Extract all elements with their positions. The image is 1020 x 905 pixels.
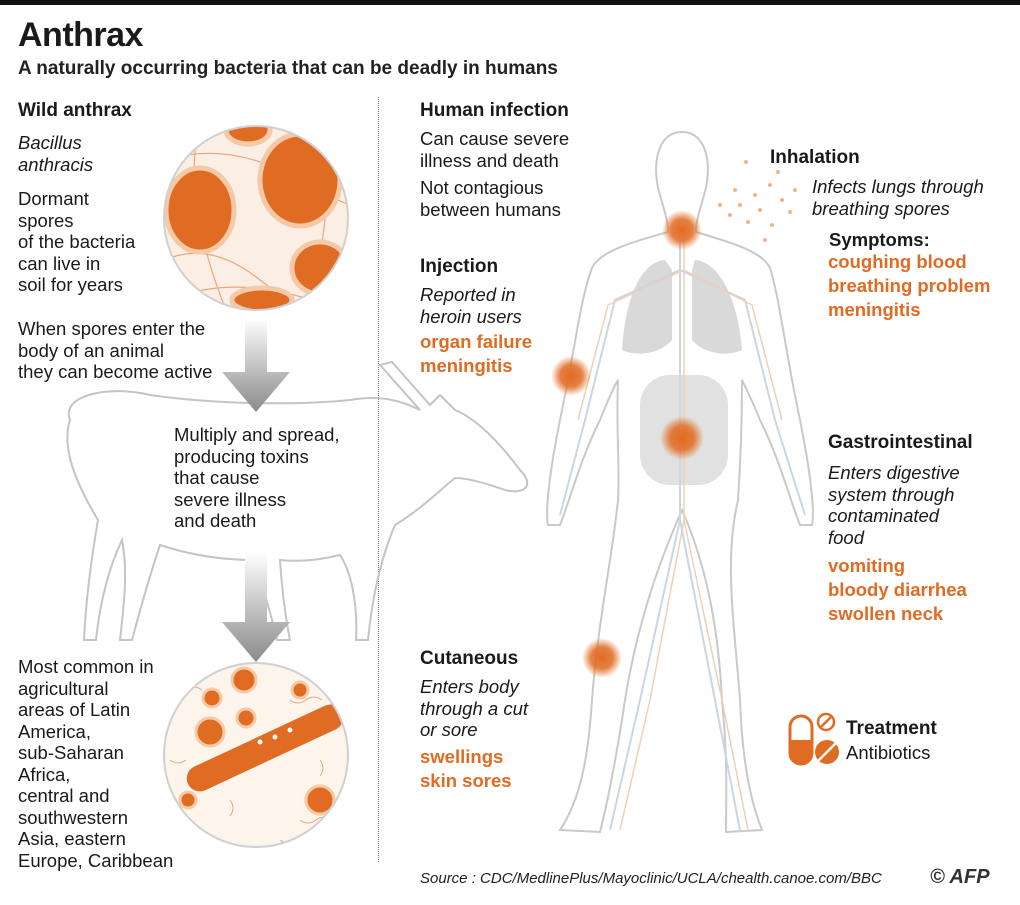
multiply-line: and death <box>174 510 257 531</box>
cutaneous-desc-line: or sore <box>420 719 478 740</box>
symptoms-label: Symptoms: <box>829 229 930 250</box>
multiply-line: that cause <box>174 467 260 488</box>
gastro-desc-line: food <box>828 526 865 548</box>
inhalation-symptom: meningitis <box>828 299 921 320</box>
contagious-line: Not contagious <box>420 177 544 198</box>
gastro-symptom: vomiting <box>828 555 906 576</box>
gastro-desc-line: system through <box>828 483 955 505</box>
inhaled-spores <box>718 160 797 242</box>
species-line: Bacillus <box>18 132 82 153</box>
gastro-desc-line: Enters digestive <box>828 462 960 483</box>
cutaneous-desc-line: through a cut <box>420 697 528 719</box>
region-line: Europe, Caribbean <box>18 849 174 871</box>
dormant-line: soil for years <box>18 274 123 295</box>
animal-silhouette <box>66 360 529 641</box>
arteries <box>577 240 783 831</box>
column-divider <box>378 97 379 862</box>
arrow-down-1 <box>222 318 290 412</box>
gastro-symptom: bloody diarrhea <box>828 579 967 600</box>
gastro-heading: Gastrointestinal <box>828 432 973 453</box>
lungs <box>622 260 742 354</box>
cutaneous-heading: Cutaneous <box>420 648 519 669</box>
region-line: central and <box>18 785 110 806</box>
inhalation-heading: Inhalation <box>770 147 860 168</box>
region-line: Asia, eastern <box>18 828 126 849</box>
inhalation-description: Infects lungs through breathing spores <box>812 176 984 219</box>
species-name: Bacillus anthracis <box>18 132 93 175</box>
injection-heading: Injection <box>420 256 499 277</box>
cutaneous-symptom: swellings <box>420 746 504 767</box>
treatment-heading: Treatment <box>846 718 937 739</box>
infection-spot-gut <box>660 416 704 460</box>
inhalation-desc-line: Infects lungs through <box>812 176 984 197</box>
injection-symptom: meningitis <box>420 355 513 376</box>
infection-spot-arm <box>551 356 591 396</box>
bacteria-micrograph-bottom <box>164 663 348 847</box>
spore-micrograph-top <box>164 126 348 310</box>
injection-desc-line: heroin users <box>420 305 522 327</box>
afp-logo: © AFP <box>930 866 990 888</box>
inhalation-symptom: breathing problem <box>828 275 991 296</box>
page-title: Anthrax <box>18 16 143 54</box>
gastro-symptom: swollen neck <box>828 603 944 624</box>
species-line: anthracis <box>18 153 94 175</box>
capsule-icon <box>788 714 814 766</box>
severity-line: Can cause severe <box>420 128 570 149</box>
injection-symptoms: organ failure meningitis <box>420 330 532 378</box>
dormant-line: Dormant <box>18 188 89 209</box>
cutaneous-symptom: skin sores <box>420 770 512 791</box>
gastro-desc-line: contaminated <box>828 505 940 526</box>
region-line: Africa, <box>18 763 71 785</box>
dormant-line: of the bacteria <box>18 231 136 252</box>
region-line: sub-Saharan <box>18 742 124 763</box>
contagious-text: Not contagious between humans <box>420 177 561 220</box>
dormant-line: can live in <box>18 252 101 274</box>
injection-symptom: organ failure <box>420 331 533 352</box>
inhalation-symptom: coughing blood <box>828 251 967 272</box>
wild-anthrax-heading: Wild anthrax <box>18 100 132 121</box>
dormant-line: spores <box>18 209 74 231</box>
page-subtitle: A naturally occurring bacteria that can … <box>18 58 558 79</box>
inhalation-desc-line: breathing spores <box>812 197 950 219</box>
gastro-symptoms: vomiting bloody diarrhea swollen neck <box>828 554 967 626</box>
source-credit: Source : CDC/MedlinePlus/Mayoclinic/UCLA… <box>420 870 882 887</box>
region-line: areas of Latin <box>18 699 131 720</box>
region-line: Most common in <box>18 656 154 677</box>
multiply-line: Multiply and spread, <box>174 424 340 445</box>
contagious-line: between humans <box>420 198 561 220</box>
infection-spot-throat <box>662 210 702 250</box>
multiply-text: Multiply and spread, producing toxins th… <box>174 424 340 532</box>
injection-desc-line: Reported in <box>420 284 516 305</box>
inhalation-symptoms: coughing blood breathing problem meningi… <box>828 250 990 322</box>
cutaneous-description: Enters body through a cut or sore <box>420 676 528 741</box>
region-line: America, <box>18 720 91 742</box>
region-line: southwestern <box>18 806 129 828</box>
enter-line: When spores enter the <box>18 318 206 339</box>
injection-description: Reported in heroin users <box>420 284 522 327</box>
pill-icon <box>815 712 839 764</box>
cutaneous-symptoms: swellings skin sores <box>420 745 512 793</box>
multiply-line: producing toxins <box>174 445 309 467</box>
enter-line: body of an animal <box>18 339 165 361</box>
cutaneous-desc-line: Enters body <box>420 676 519 697</box>
treatment-value: Antibiotics <box>846 742 931 763</box>
human-body-outline <box>546 130 814 834</box>
top-bar <box>0 0 1020 5</box>
infection-spot-leg <box>582 638 622 678</box>
multiply-line: severe illness <box>174 488 287 510</box>
enter-line: they can become active <box>18 361 213 382</box>
severity-line: illness and death <box>420 149 559 171</box>
common-regions-text: Most common in agricultural areas of Lat… <box>18 656 173 871</box>
dormant-text: Dormant spores of the bacteria can live … <box>18 188 135 296</box>
spores-enter-text: When spores enter the body of an animal … <box>18 318 212 383</box>
gastro-description: Enters digestive system through contamin… <box>828 462 960 548</box>
severity-text: Can cause severe illness and death <box>420 128 569 171</box>
human-infection-heading: Human infection <box>420 100 569 121</box>
arrow-down-2 <box>222 552 290 662</box>
blood-vessels <box>559 240 806 831</box>
region-line: agricultural <box>18 677 109 699</box>
